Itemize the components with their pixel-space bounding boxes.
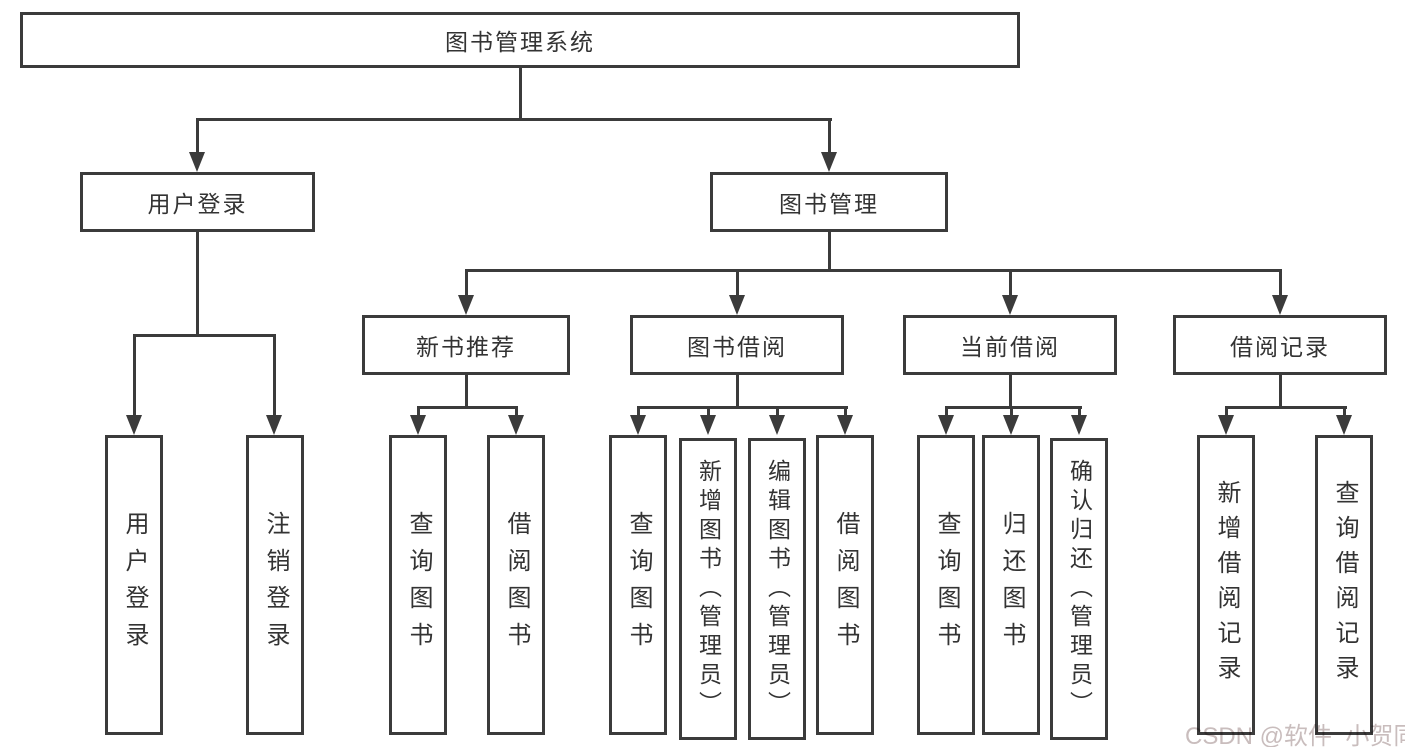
leaf-borrow-query-book: 查询图书 (609, 435, 667, 735)
node-current-borrow: 当前借阅 (903, 315, 1117, 375)
csdn-watermark: CSDN @软件_小贺同学 (1185, 723, 1405, 747)
connector (828, 118, 831, 156)
node-root-label: 图书管理系统 (445, 29, 595, 55)
connector (1225, 406, 1347, 409)
node-borrow-records-label: 借阅记录 (1230, 334, 1330, 360)
arrow-down-icon (1071, 415, 1087, 435)
node-user-login-label: 用户登录 (147, 191, 248, 217)
leaf-current-query-book: 查询图书 (917, 435, 975, 735)
leaf-user-login: 用户登录 (105, 435, 163, 735)
leaf-add-borrow-record: 新增借阅记录 (1197, 435, 1255, 735)
leaf-edit-book-admin-label: 编辑图书（管理员） (764, 458, 791, 720)
connector (945, 406, 948, 418)
arrow-down-icon (1218, 415, 1234, 435)
connector (1009, 269, 1012, 299)
leaf-current-query-book-label: 查询图书 (933, 511, 960, 659)
arrow-down-icon (266, 415, 282, 435)
node-new-book-recommend-label: 新书推荐 (416, 334, 516, 360)
connector (133, 334, 276, 337)
connector (1010, 406, 1013, 418)
node-borrow-records: 借阅记录 (1173, 315, 1387, 375)
arrow-down-icon (837, 415, 853, 435)
arrow-down-icon (1002, 295, 1018, 315)
leaf-recommend-borrow-book-label: 借阅图书 (503, 511, 530, 659)
connector (707, 406, 710, 418)
arrow-down-icon (1272, 295, 1288, 315)
leaf-borrow-query-book-label: 查询图书 (625, 511, 652, 659)
leaf-logout-label: 注销登录 (262, 511, 289, 659)
leaf-query-borrow-record: 查询借阅记录 (1315, 435, 1373, 735)
connector (519, 68, 522, 121)
leaf-confirm-return-admin: 确认归还（管理员） (1050, 438, 1108, 740)
leaf-logout: 注销登录 (246, 435, 304, 735)
connector (637, 406, 640, 418)
leaf-add-book-admin: 新增图书（管理员） (679, 438, 737, 740)
connector (637, 406, 848, 409)
arrow-down-icon (630, 415, 646, 435)
connector (465, 269, 468, 299)
arrow-down-icon (1336, 415, 1352, 435)
connector (1343, 406, 1346, 418)
leaf-add-book-admin-label: 新增图书（管理员） (695, 458, 722, 720)
connector (515, 406, 518, 418)
connector (736, 375, 739, 409)
node-new-book-recommend: 新书推荐 (362, 315, 570, 375)
node-root: 图书管理系统 (20, 12, 1020, 68)
arrow-down-icon (458, 295, 474, 315)
connector (417, 406, 518, 409)
leaf-borrow-book-label: 借阅图书 (832, 511, 859, 659)
connector (1279, 269, 1282, 299)
node-book-management-label: 图书管理 (779, 191, 879, 217)
connector (196, 118, 832, 121)
connector (465, 375, 468, 409)
connector (465, 269, 1282, 272)
connector (273, 334, 276, 419)
arrow-down-icon (700, 415, 716, 435)
node-book-borrow-label: 图书借阅 (687, 334, 787, 360)
connector (133, 334, 136, 419)
leaf-recommend-query-book-label: 查询图书 (405, 511, 432, 659)
arrow-down-icon (821, 152, 837, 172)
arrow-down-icon (508, 415, 524, 435)
leaf-add-borrow-record-label: 新增借阅记录 (1213, 480, 1240, 690)
connector (1078, 406, 1081, 418)
connector (945, 406, 1082, 409)
node-book-borrow: 图书借阅 (630, 315, 844, 375)
connector (196, 118, 199, 156)
connector (844, 406, 847, 418)
connector (1225, 406, 1228, 418)
arrow-down-icon (1003, 415, 1019, 435)
connector (1279, 375, 1282, 409)
leaf-recommend-query-book: 查询图书 (389, 435, 447, 735)
connector (1009, 375, 1012, 409)
connector (828, 232, 831, 272)
connector (417, 406, 420, 418)
leaf-user-login-label: 用户登录 (121, 511, 148, 659)
node-user-login: 用户登录 (80, 172, 315, 232)
leaf-confirm-return-admin-label: 确认归还（管理员） (1066, 458, 1093, 720)
node-book-management: 图书管理 (710, 172, 948, 232)
connector (196, 232, 199, 337)
leaf-recommend-borrow-book: 借阅图书 (487, 435, 545, 735)
connector (776, 406, 779, 418)
leaf-return-book-label: 归还图书 (998, 511, 1025, 659)
arrow-down-icon (126, 415, 142, 435)
arrow-down-icon (769, 415, 785, 435)
node-current-borrow-label: 当前借阅 (960, 334, 1060, 360)
leaf-query-borrow-record-label: 查询借阅记录 (1331, 480, 1358, 690)
leaf-edit-book-admin: 编辑图书（管理员） (748, 438, 806, 740)
leaf-borrow-book: 借阅图书 (816, 435, 874, 735)
arrow-down-icon (729, 295, 745, 315)
arrow-down-icon (938, 415, 954, 435)
connector (736, 269, 739, 299)
arrow-down-icon (410, 415, 426, 435)
leaf-return-book: 归还图书 (982, 435, 1040, 735)
arrow-down-icon (189, 152, 205, 172)
